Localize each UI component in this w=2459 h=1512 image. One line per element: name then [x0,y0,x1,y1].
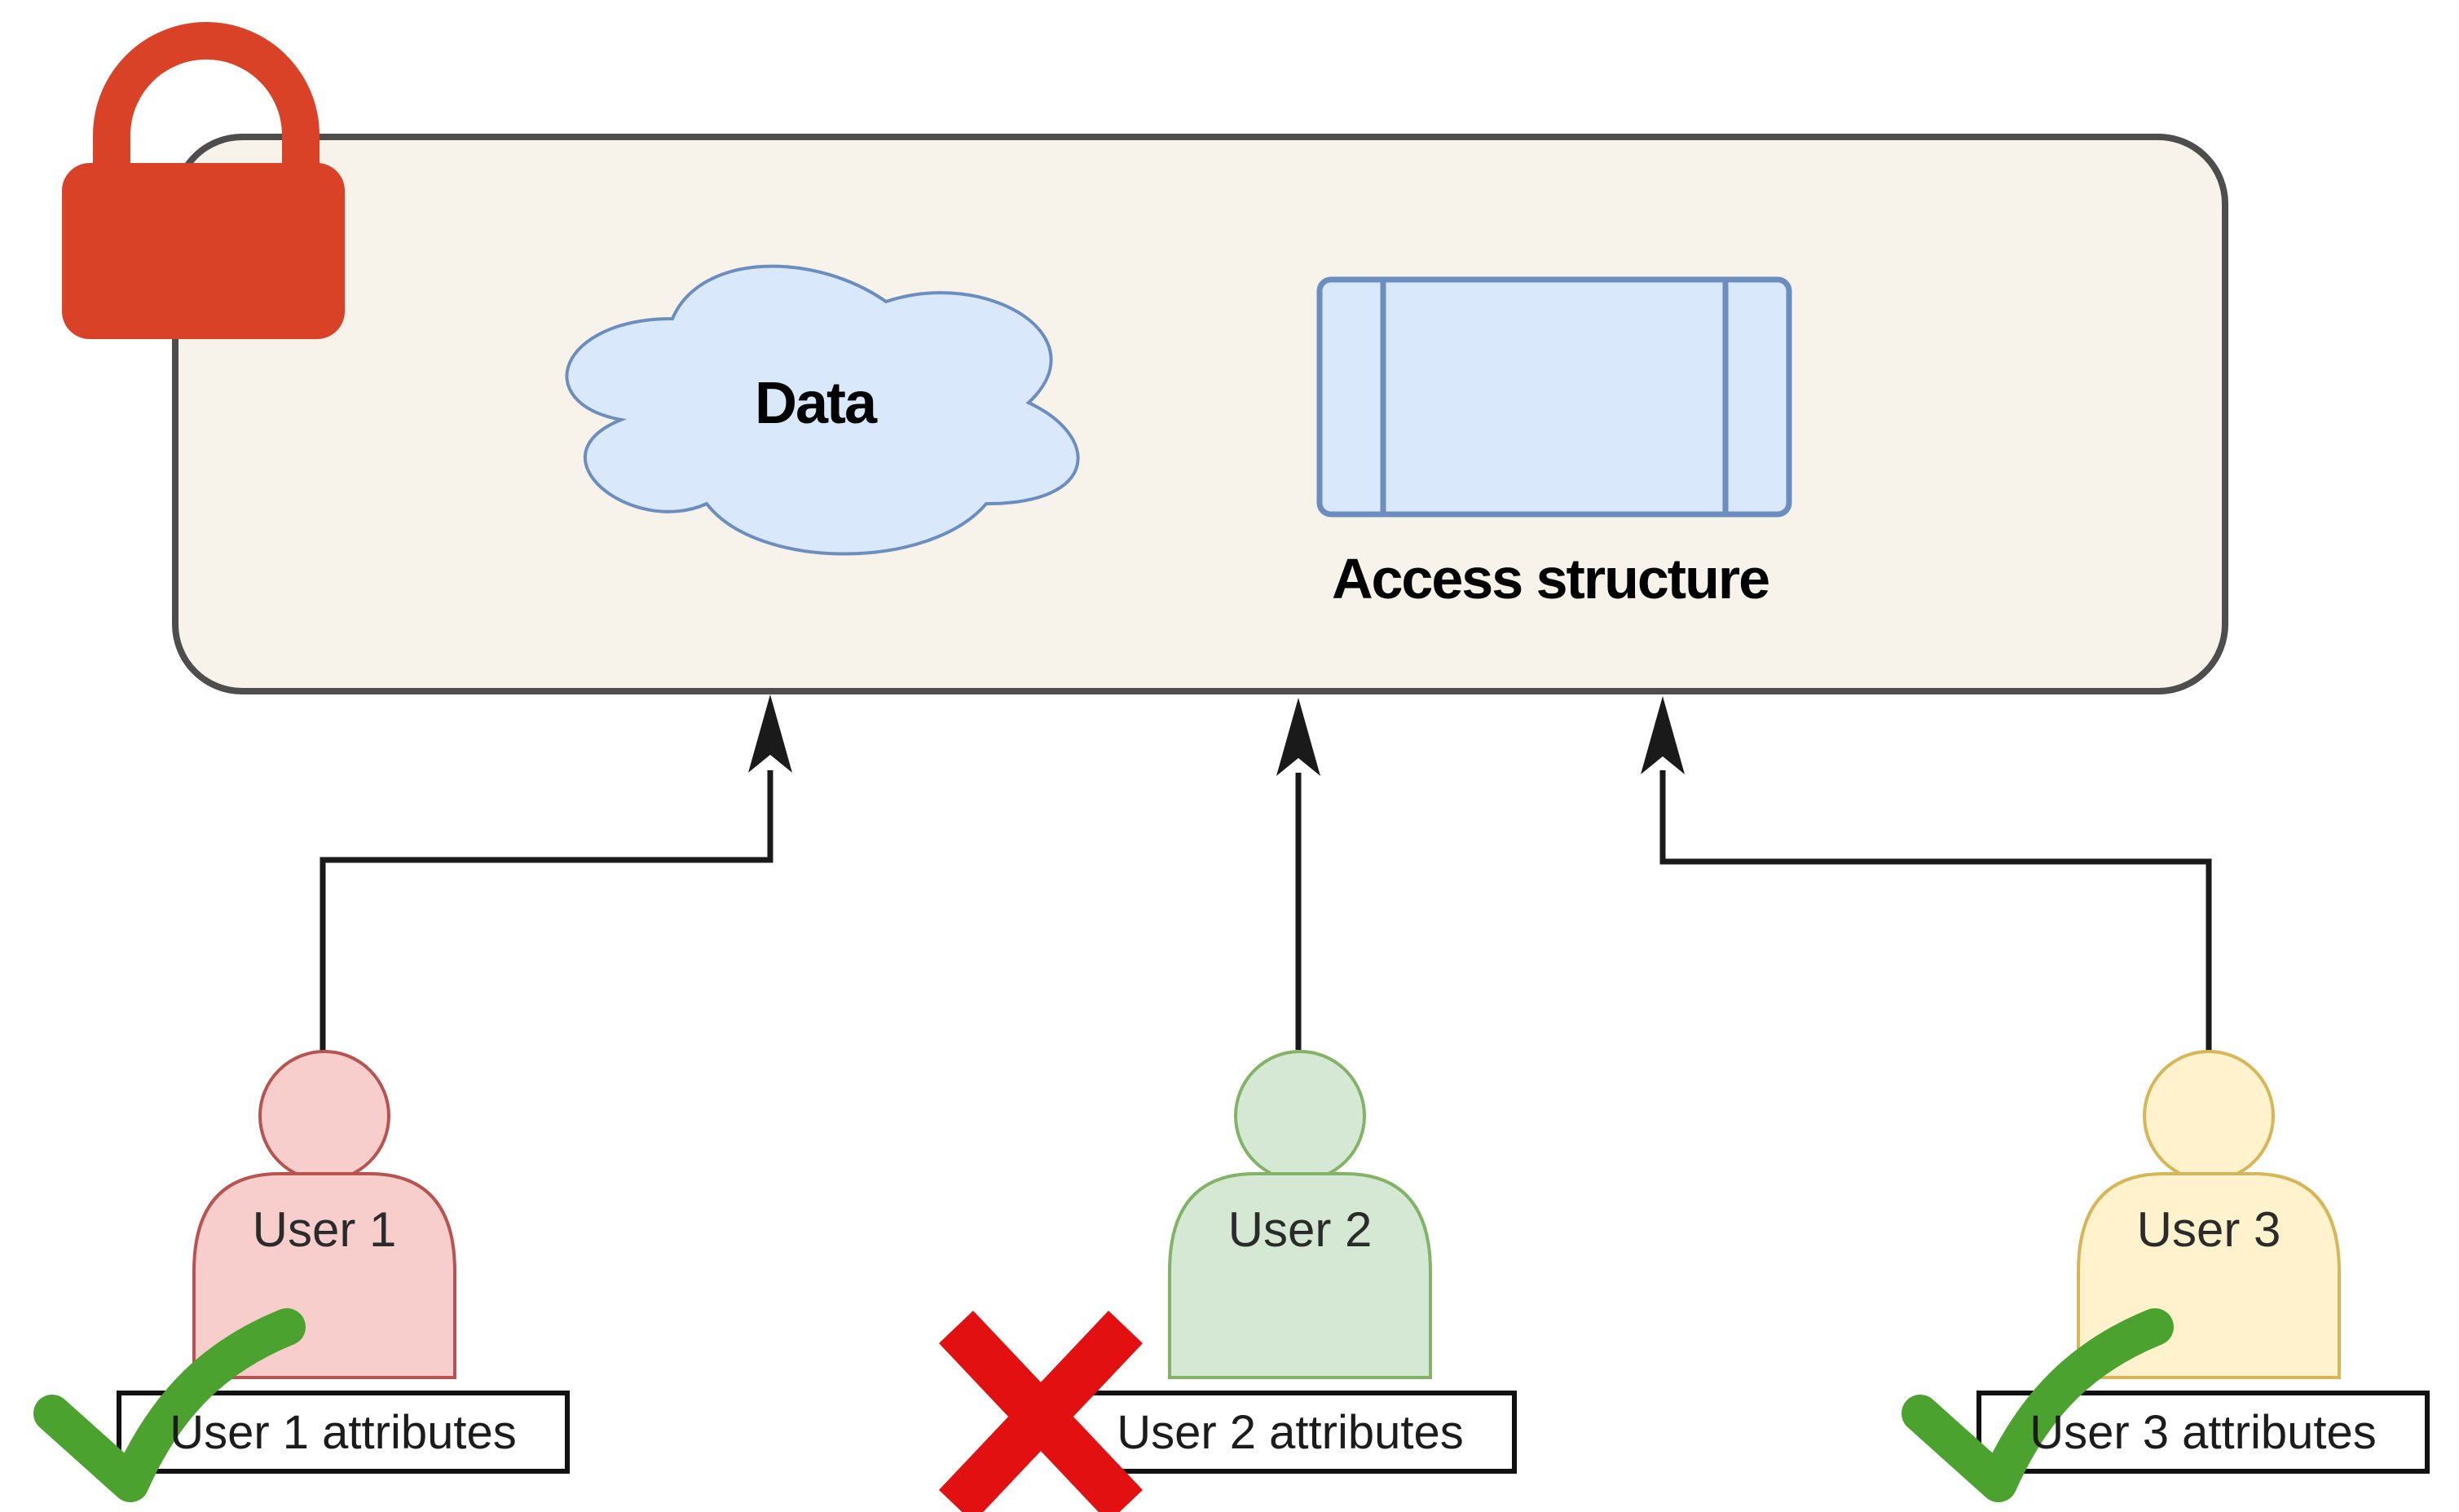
arrow-user2-to-panel [1276,698,1320,1050]
encrypted-panel [172,134,2228,694]
user3-attributes-box [1976,1391,2430,1474]
checkmark-icon [1902,1308,2174,1502]
access-structure-shape [1316,276,1792,518]
lock-body [62,163,345,339]
user2-head [1234,1050,1366,1182]
arrow-line [319,770,773,1053]
user2-attributes-box [1064,1391,1517,1474]
user3-head [2143,1050,2275,1182]
arrow-line [1659,770,2212,1053]
x-bar-right [939,1311,1143,1512]
arrowhead-icon [748,694,792,773]
user1-person-icon [192,1050,456,1379]
user1-head [258,1050,390,1182]
arrowhead-icon [1641,696,1685,774]
data-cloud-shape [565,264,1080,556]
arrowhead-icon [1276,698,1320,776]
arrow-user3-to-panel [1641,696,2212,1053]
user2-person-icon [1168,1050,1432,1379]
arrow-user1-to-panel [319,694,792,1053]
x-icon [939,1311,1143,1512]
lock-icon [62,22,345,339]
user2-body [1168,1172,1432,1379]
checkmark-icon [33,1308,306,1502]
lock-shackle [93,22,319,187]
access-structure-frame [1316,276,1792,518]
